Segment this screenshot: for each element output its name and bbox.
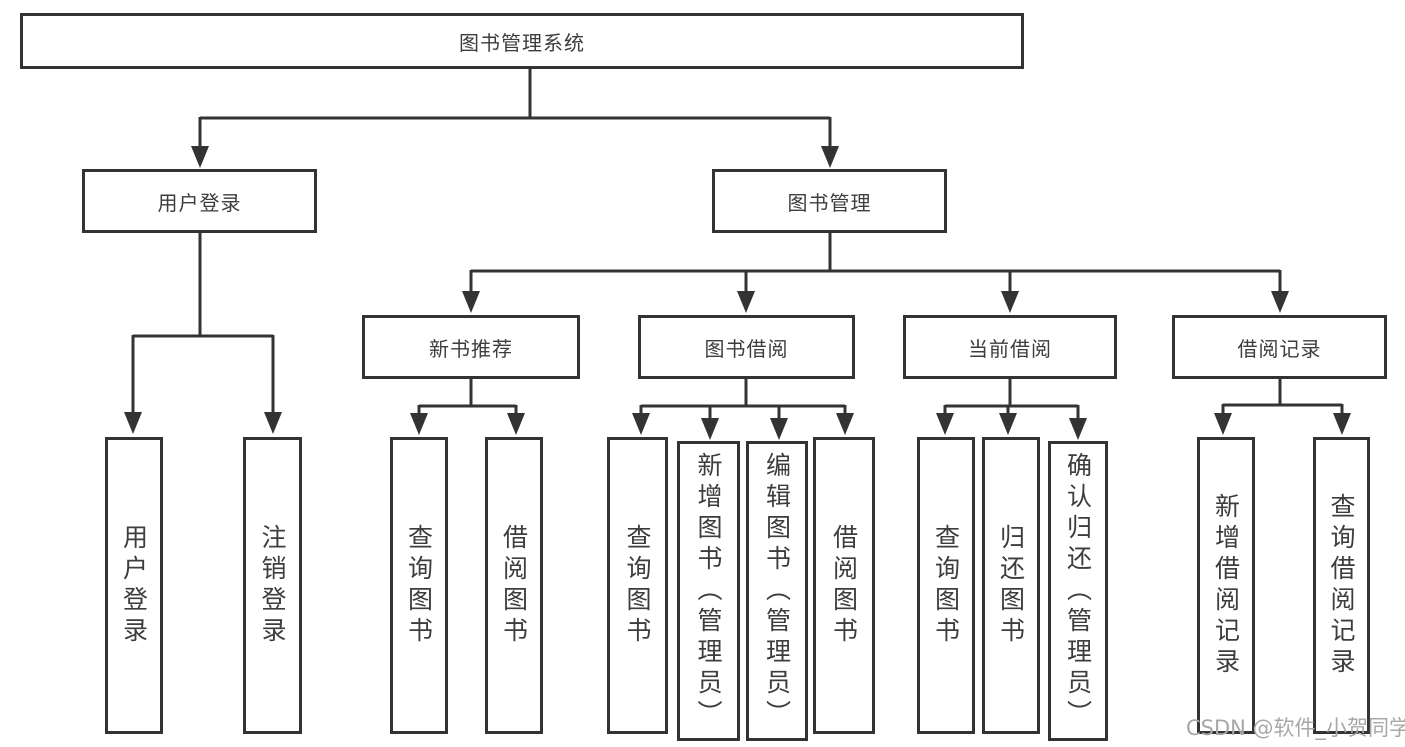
leaf-user-login: 用户登录 [105, 437, 163, 734]
leaf-query-books-borrowing: 查询图书 [607, 437, 668, 734]
leaf-logout: 注销登录 [243, 437, 302, 734]
leaf-borrow-books-borrowing: 借阅图书 [813, 437, 875, 734]
node-current-borrowing: 当前借阅 [903, 315, 1117, 379]
arrowheads [124, 146, 1351, 440]
node-user-login: 用户登录 [82, 169, 317, 233]
node-new-book-recommendation: 新书推荐 [362, 315, 580, 379]
leaf-query-books-current: 查询图书 [917, 437, 975, 734]
node-label: 查询图书 [931, 523, 961, 648]
node-root: 图书管理系统 [20, 13, 1024, 69]
node-label: 注销登录 [258, 523, 287, 648]
node-label: 查询图书 [404, 523, 434, 648]
node-label: 编辑图书（管理员） [762, 451, 792, 731]
node-label: 图书借阅 [704, 336, 789, 361]
node-label: 借阅记录 [1237, 336, 1322, 361]
node-borrowing-records: 借阅记录 [1172, 315, 1387, 379]
node-label: 用户登录 [119, 523, 149, 648]
node-label: 确认归还（管理员） [1063, 451, 1093, 731]
node-label: 借阅图书 [499, 523, 529, 648]
leaf-edit-book-admin: 编辑图书（管理员） [746, 441, 808, 741]
node-label: 图书管理系统 [459, 30, 585, 55]
leaf-query-borrow-record: 查询借阅记录 [1313, 437, 1370, 734]
node-label: 查询图书 [623, 523, 652, 648]
node-label: 新书推荐 [429, 336, 513, 361]
node-label: 新增借阅记录 [1211, 492, 1241, 679]
node-label: 归还图书 [996, 523, 1026, 648]
node-label: 借阅图书 [829, 523, 859, 648]
csdn-watermark: CSDN @软件_小贺同学 [1186, 716, 1405, 740]
node-label: 图书管理 [787, 190, 872, 215]
node-label: 查询借阅记录 [1327, 492, 1356, 679]
node-book-borrowing: 图书借阅 [638, 315, 855, 379]
node-book-management: 图书管理 [712, 169, 947, 233]
leaf-add-book-admin: 新增图书（管理员） [677, 441, 740, 741]
node-label: 新增图书（管理员） [694, 451, 723, 731]
node-label: 当前借阅 [968, 336, 1052, 361]
leaf-borrow-books-recommend: 借阅图书 [485, 437, 543, 734]
leaf-query-books-recommend: 查询图书 [390, 437, 448, 734]
leaf-return-books: 归还图书 [982, 437, 1040, 734]
leaf-confirm-return-admin: 确认归还（管理员） [1048, 441, 1108, 741]
node-label: 用户登录 [157, 190, 242, 215]
leaf-add-borrow-record: 新增借阅记录 [1197, 437, 1255, 734]
